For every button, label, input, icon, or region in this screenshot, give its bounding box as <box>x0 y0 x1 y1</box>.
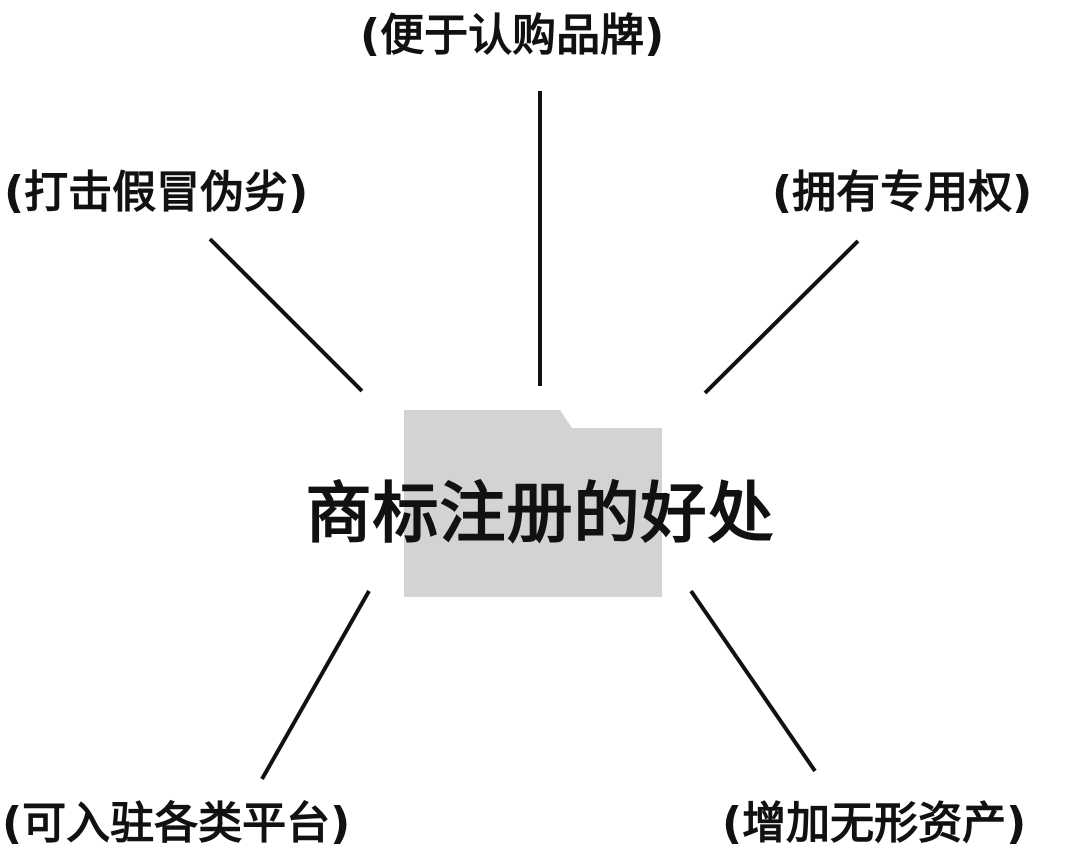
spoke-lower-left <box>260 590 371 780</box>
label-lower-left: (可入驻各类平台) <box>2 798 351 849</box>
spoke-upper-right <box>703 239 860 395</box>
spoke-upper-left <box>208 237 364 393</box>
center-title: 商标注册的好处 <box>305 475 775 552</box>
folder-icon <box>404 410 662 597</box>
spoke-lower-right <box>689 589 817 773</box>
label-top: (便于认购品牌) <box>360 10 665 61</box>
label-lower-right: (增加无形资产) <box>722 798 1027 849</box>
label-upper-left: (打击假冒伪劣) <box>4 167 309 218</box>
label-upper-right: (拥有专用权) <box>772 167 1033 218</box>
